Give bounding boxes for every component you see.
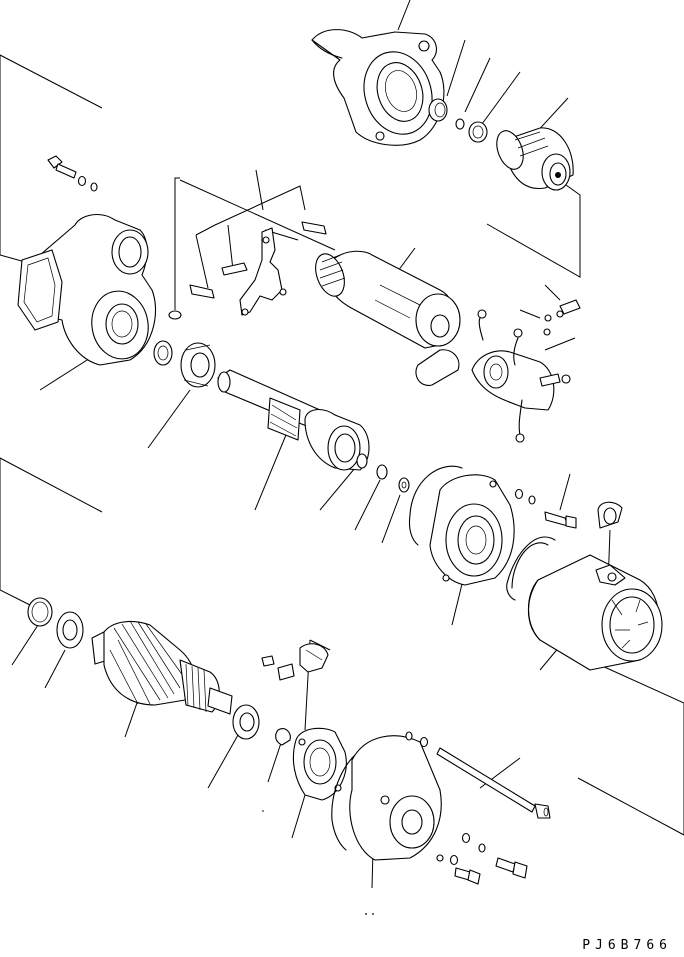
gasket <box>18 250 62 330</box>
reference-code: PJ6B766 <box>582 938 672 953</box>
end-bolts <box>455 858 527 884</box>
shift-lever <box>240 228 286 315</box>
stop-collar <box>469 122 487 142</box>
commutator-bearing <box>233 705 259 739</box>
bushing <box>429 99 447 121</box>
through-screw <box>545 512 576 528</box>
drive-housing-top <box>312 30 444 146</box>
terminal-assembly <box>472 310 570 442</box>
snap-ring-small <box>456 119 464 129</box>
rear-bearing <box>57 612 83 648</box>
front-bearing-pair <box>154 341 215 387</box>
bolt-top-left <box>48 156 97 191</box>
end-washers <box>406 732 485 865</box>
terminal-bolts <box>544 300 580 335</box>
pinion-clutch <box>492 127 573 190</box>
snap-ring-large <box>409 466 462 545</box>
thrust-ring <box>28 598 52 626</box>
brush-parts <box>262 644 328 680</box>
center-bracket <box>430 475 514 585</box>
end-cover <box>332 736 443 861</box>
armature <box>92 621 232 714</box>
pinion-shaft <box>218 370 369 470</box>
cap-nut <box>598 502 622 528</box>
through-bolt <box>437 748 550 818</box>
solenoid <box>310 250 460 386</box>
pins <box>190 222 326 298</box>
washers-middle <box>357 454 409 492</box>
field-yoke <box>528 555 662 670</box>
washer-pair-right <box>516 490 536 505</box>
ring-pair <box>507 537 555 600</box>
gear-housing <box>29 215 181 365</box>
